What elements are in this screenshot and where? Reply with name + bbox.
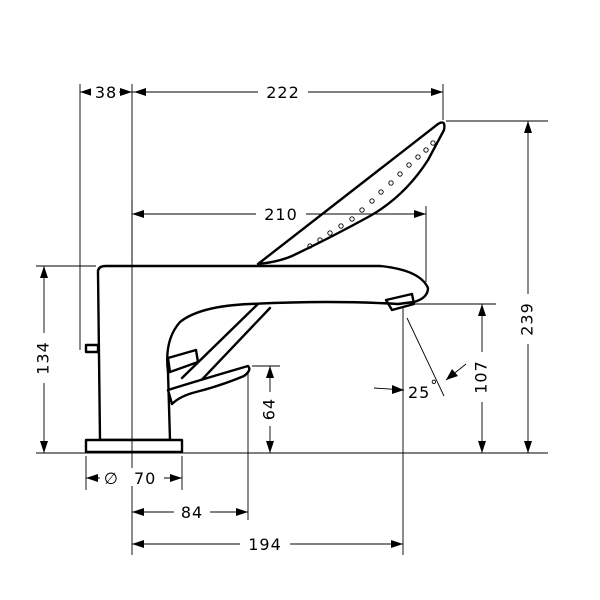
dim-239-label: 239 [518,302,537,336]
dim-70-symbol: ∅ [104,469,119,488]
dim-194-label: 194 [248,535,282,554]
dim-134-label: 134 [34,341,53,375]
dim-70: ∅ 70 [86,468,182,488]
dim-25-label: 25° [408,378,438,402]
spray-nozzles [307,140,436,249]
base-plate [84,438,184,454]
dim-84: 84 [132,502,248,522]
dim-210-label: 210 [264,205,298,224]
dim-70-label: 70 [134,469,156,488]
dim-222-label: 222 [266,83,300,102]
dim-194: 194 [132,534,403,554]
dim-25-degree: 25° [373,363,467,402]
faucet-body [96,264,430,442]
lever-stem [166,348,200,374]
hand-shower [256,121,446,266]
dim-210: 210 [132,204,426,224]
dim-107: 107 [472,304,491,453]
dim-107-label: 107 [472,360,491,394]
dim-64: 64 [260,366,279,453]
dim-84-label: 84 [181,503,203,522]
shower-hose-2 [190,306,272,392]
dim-134: 134 [34,266,53,453]
extension-lines [36,84,548,555]
dim-38-label: 38 [95,83,117,102]
dim-64-label: 64 [260,398,279,420]
shower-hose [180,298,264,380]
dim-239: 239 [518,121,537,453]
lever-handle [166,364,251,406]
dim-38: 38 [80,83,132,102]
dim-222: 222 [132,82,443,102]
side-button [84,343,100,354]
